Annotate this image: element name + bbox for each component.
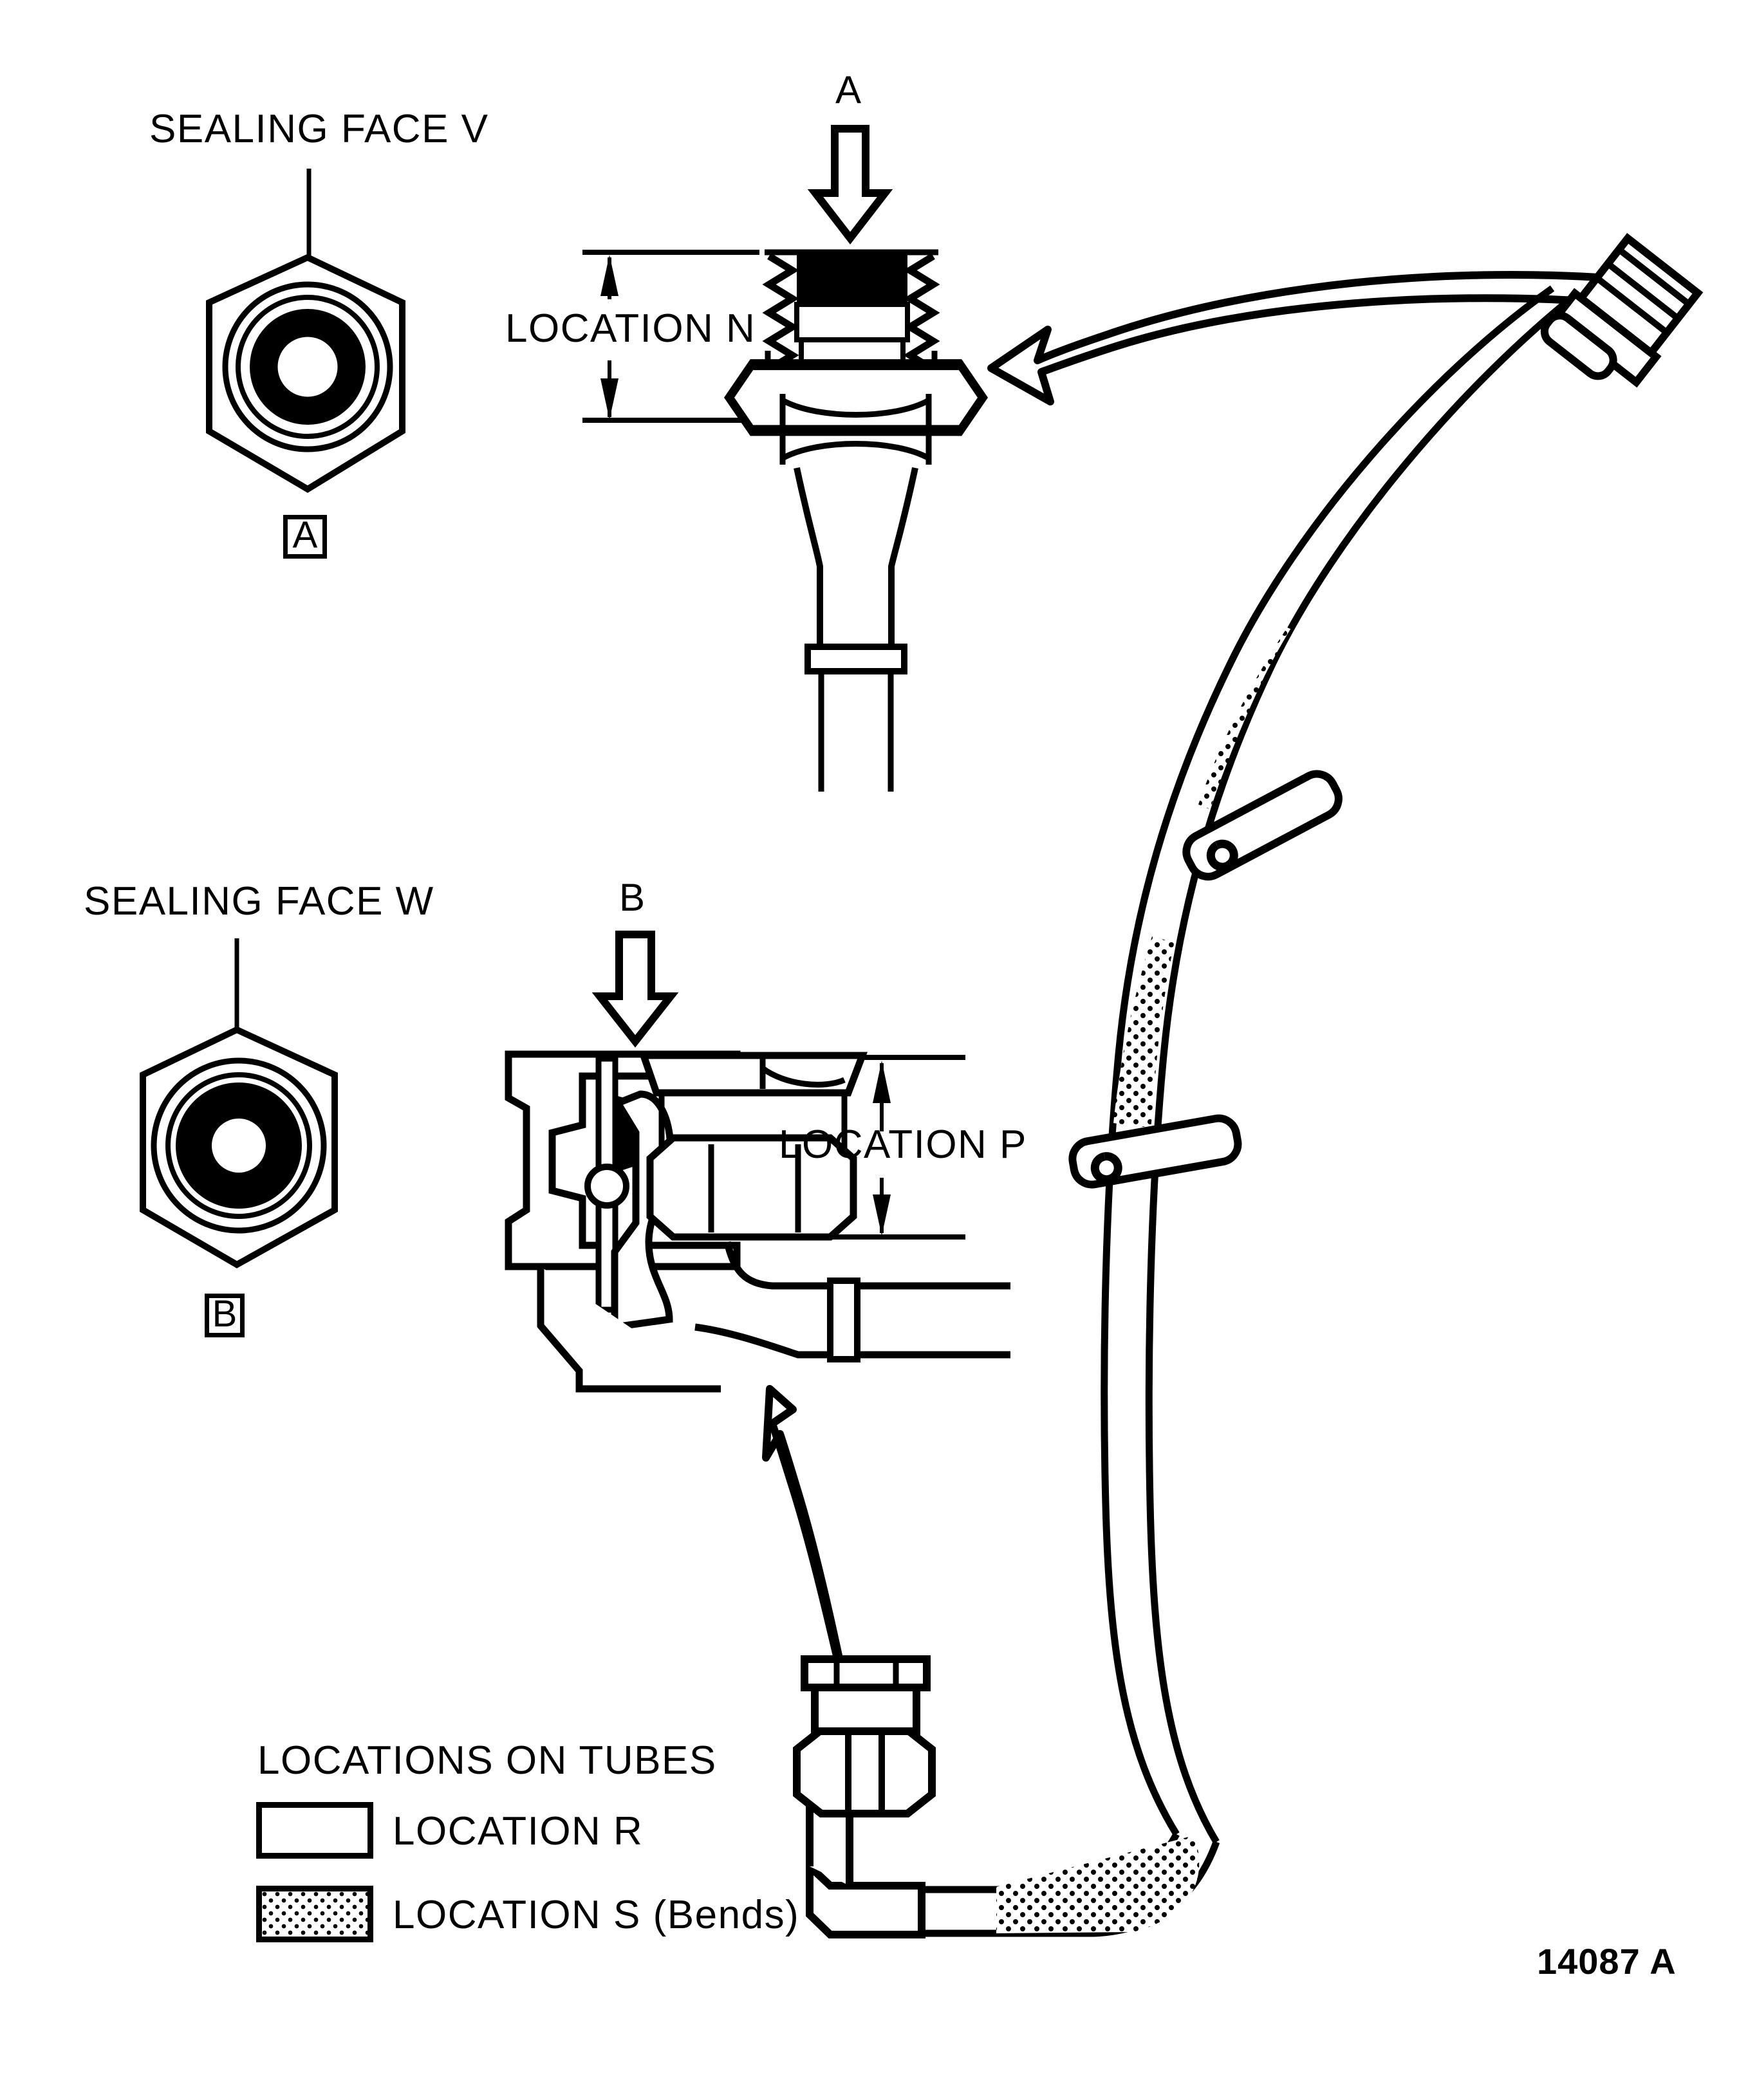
caption-sealing-face-w: SEALING FACE W: [84, 879, 434, 924]
location-p-assembly: [505, 1050, 1010, 1393]
bore-b: [212, 1119, 266, 1173]
elbow-collar: [801, 1655, 931, 1691]
body-base-p: [537, 1267, 721, 1393]
elbow-sleeve: [811, 1682, 920, 1735]
fitting-lug: [1540, 311, 1617, 380]
figure-id-label: 14087 A: [1537, 1941, 1677, 1982]
legend-label-location-r: LOCATION R: [393, 1809, 644, 1854]
view-key-b-box: B: [205, 1294, 245, 1337]
collar-n: [804, 644, 907, 674]
bore-a: [273, 332, 342, 402]
legend-label-location-s: LOCATION S (Bends): [393, 1893, 800, 1937]
collar-p: [827, 1278, 860, 1362]
callout-arrow-bottom: [762, 1385, 862, 1749]
section-arrow-b: [591, 931, 679, 1048]
clamp-bracket-upper: [1182, 770, 1343, 881]
sealing-face-n-solid: [797, 254, 907, 304]
detail-view-b-sealing-face-w: [140, 938, 338, 1268]
elbow-bend-stipple: [996, 1835, 1200, 1933]
detail-view-a-sealing-face-v: [206, 169, 405, 493]
callout-arrow-top: [987, 270, 1613, 405]
tube-outer-edge: [1145, 290, 1581, 1844]
tube-assembly: [793, 232, 1704, 1938]
section-arrow-b-letter: B: [619, 876, 646, 919]
tapered-sleeve-n: [794, 467, 918, 792]
view-key-b-letter: B: [212, 1293, 237, 1335]
clamp-bracket-lower: [1068, 1114, 1242, 1189]
elbow-hex-nut: [793, 1726, 936, 1817]
location-n-assembly: [582, 249, 989, 792]
outlet-tube-p: [694, 1241, 1010, 1362]
legend-swatch-location-r: [256, 1802, 373, 1859]
view-key-a-letter: A: [292, 514, 318, 556]
section-arrow-a-letter: A: [835, 68, 862, 111]
view-key-a-box: A: [283, 515, 327, 559]
tube-elbow-bottom: [922, 1832, 1220, 1937]
legend-swatch-location-s: [256, 1886, 373, 1942]
tube-inner-edge: [1101, 285, 1555, 1836]
dimension-arrow-p: [873, 1061, 891, 1236]
dimension-label-location-n: LOCATION N: [505, 306, 756, 351]
dimension-label-location-p: LOCATION P: [779, 1122, 1027, 1167]
hex-nut-lower-p: [646, 1134, 857, 1241]
detent-ball-p: [584, 1164, 629, 1209]
section-arrow-a: [807, 125, 893, 245]
hex-nut-side-n: [723, 359, 989, 465]
legend-title: LOCATIONS ON TUBES: [257, 1738, 717, 1783]
elbow-fitting: [793, 1655, 936, 1938]
dimension-arrow-n: [600, 255, 618, 420]
caption-sealing-face-v: SEALING FACE V: [149, 107, 489, 151]
